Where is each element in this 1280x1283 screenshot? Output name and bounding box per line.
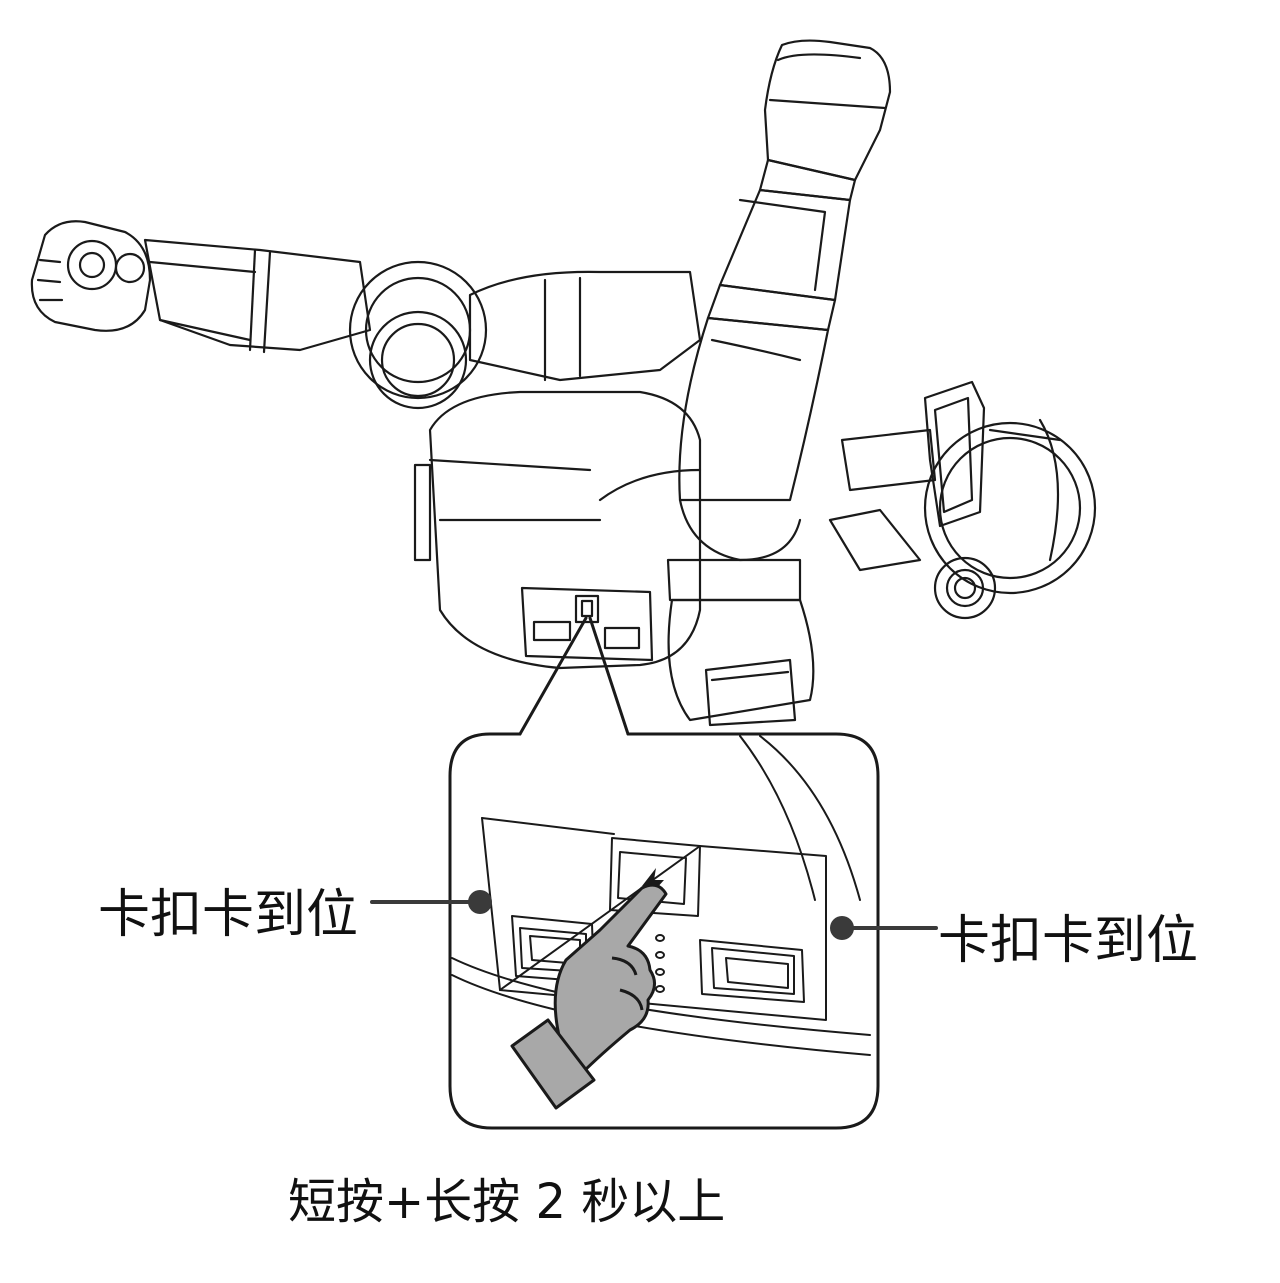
callout-label-left: 卡扣卡到位 [98, 885, 359, 945]
callout-dot-right [830, 916, 854, 940]
callout-label-right: 卡扣卡到位 [938, 911, 1199, 971]
robot-head [828, 380, 1097, 620]
callout-dot-left [468, 890, 492, 914]
robot-right-arm [666, 39, 892, 727]
status-led-dots [655, 934, 665, 993]
latch-right [699, 939, 805, 1003]
instruction-caption: 短按+长按 2 秒以上 [288, 1174, 726, 1230]
zoom-detail-box [448, 732, 880, 1130]
back-panel [520, 586, 654, 662]
robot-left-arm [30, 220, 488, 410]
callout-leaders [370, 900, 938, 930]
pointing-hand-icon [510, 883, 668, 1110]
robot-torso [413, 270, 702, 670]
left-fist [30, 220, 152, 332]
charge-button-housing [609, 837, 701, 917]
left-shoulder-joint [348, 260, 488, 410]
callout-pointer [518, 616, 630, 736]
